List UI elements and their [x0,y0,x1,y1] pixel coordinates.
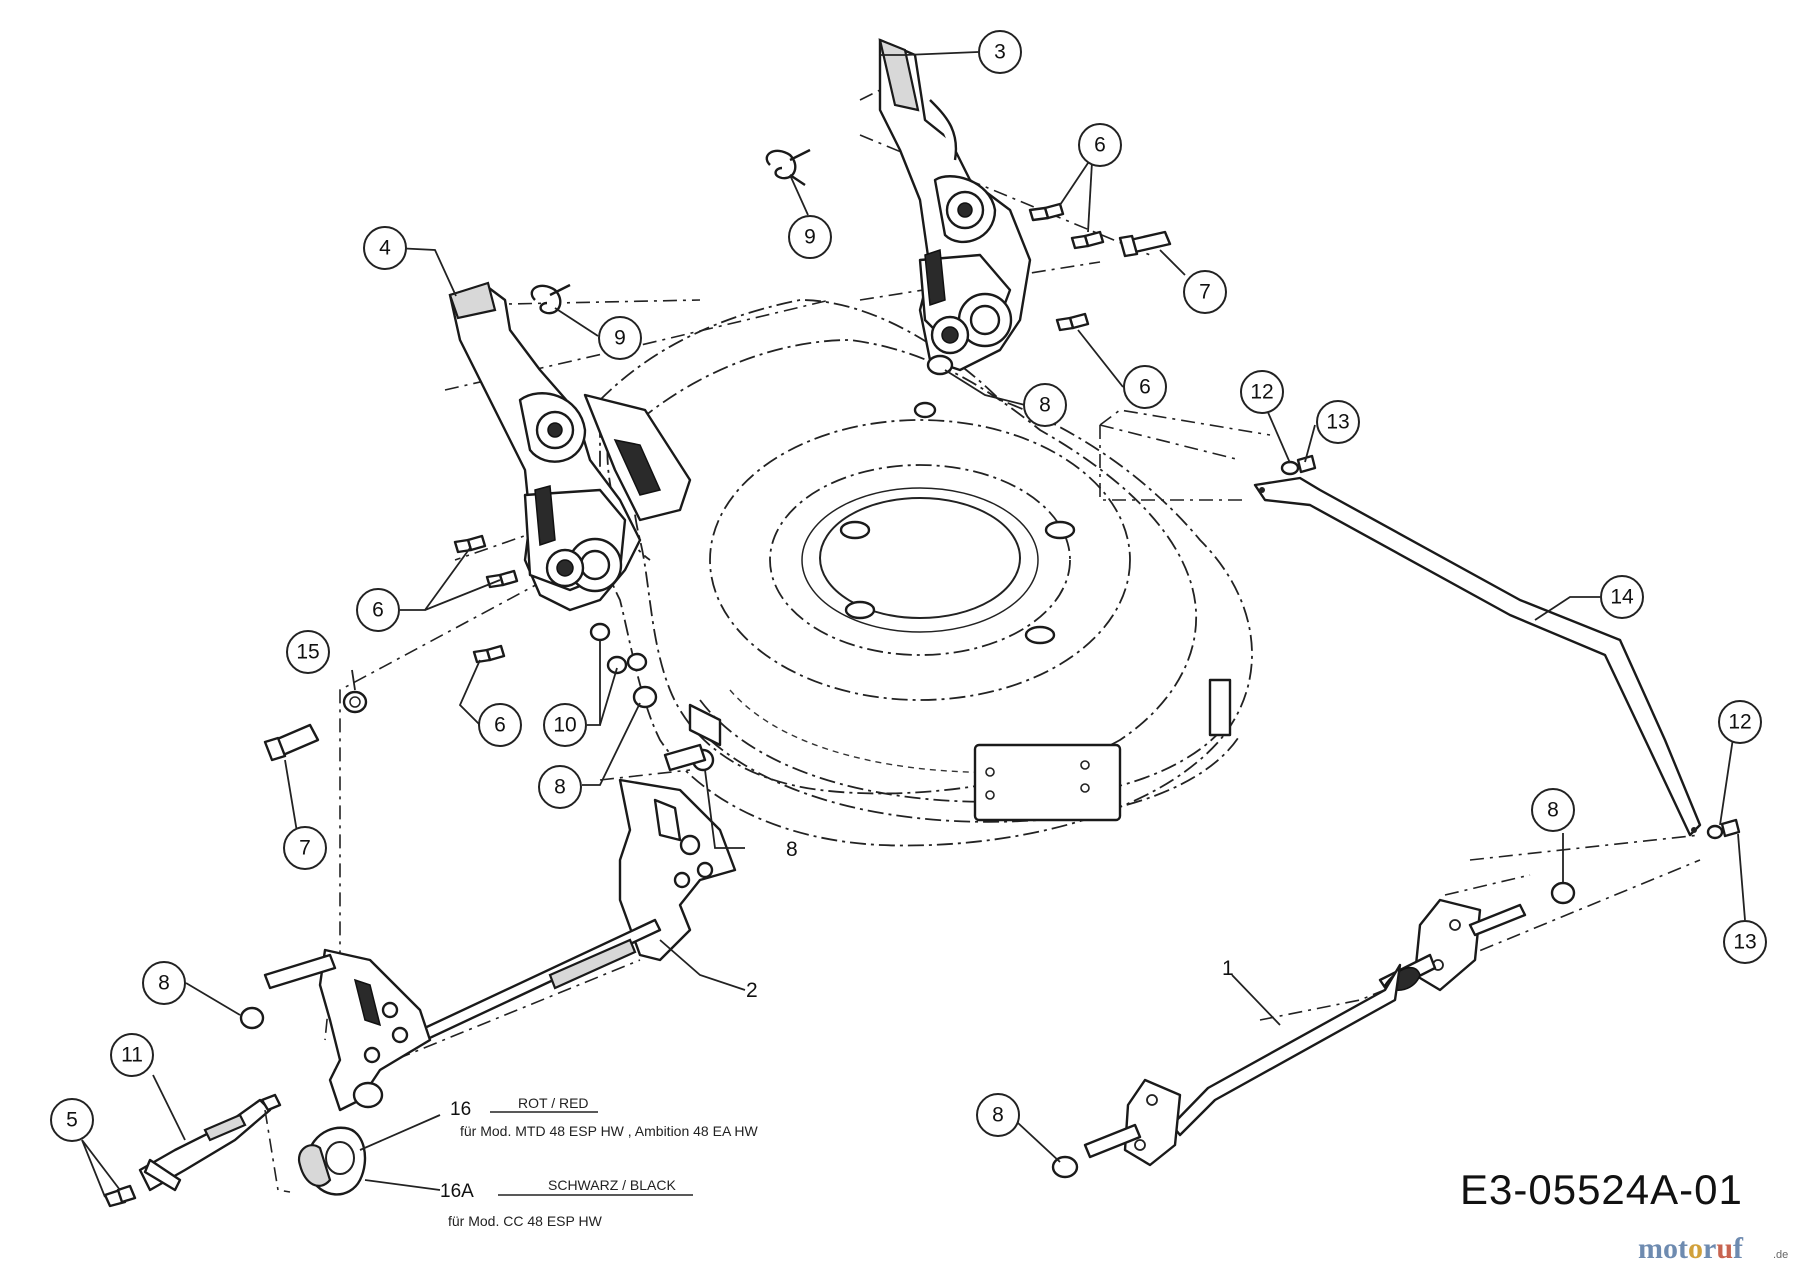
label-1: 1 [1222,957,1234,980]
svg-text:8: 8 [1547,799,1559,822]
svg-text:14: 14 [1610,586,1634,609]
svg-text:12: 12 [1728,711,1751,734]
svg-text:3: 3 [994,41,1006,64]
variant-16a-note: 16A SCHWARZ / BLACK für Mod. CC 48 ESP H… [440,1177,693,1229]
svg-text:8: 8 [992,1104,1004,1127]
variant-16-label: 16 [450,1099,471,1120]
variant-16a-label: 16A [440,1181,474,1202]
svg-text:8: 8 [554,776,566,799]
svg-text:10: 10 [553,714,576,737]
callout-6: 6 [1123,365,1167,409]
drawing-number: E3-05524A-01 [1460,1166,1743,1213]
svg-text:5: 5 [66,1109,78,1132]
variant-16a-models: für Mod. CC 48 ESP HW [448,1213,603,1229]
callout-8: 8 [1023,383,1067,427]
callout-9: 9 [788,215,832,259]
svg-text:13: 13 [1326,411,1349,434]
svg-text:6: 6 [1094,134,1106,157]
callout-13: 13 [1723,920,1767,964]
svg-text:15: 15 [296,641,319,664]
svg-text:11: 11 [121,1044,143,1067]
callout-8: 8 [1531,788,1575,832]
svg-text:4: 4 [379,237,391,260]
callout-13: 13 [1316,400,1360,444]
callout-3: 3 [978,30,1022,74]
callout-4: 4 [363,226,407,270]
svg-text:6: 6 [1139,376,1151,399]
svg-text:9: 9 [614,327,626,350]
svg-text:7: 7 [1199,281,1211,304]
part-3-rear-lever [878,38,1032,372]
callout-5: 5 [50,1098,94,1142]
callout-6: 6 [1078,123,1122,167]
label-8: 8 [786,838,798,861]
svg-text:7: 7 [299,837,311,860]
part-1-rear-axle [1083,898,1527,1167]
svg-text:6: 6 [372,599,384,622]
variant-16-models: für Mod. MTD 48 ESP HW , Ambition 48 EA … [460,1123,759,1139]
part-9-spring-clips [530,148,811,315]
part-14-connecting-rod [1253,476,1702,837]
leader-lines [81,51,1746,1198]
callout-8: 8 [976,1093,1020,1137]
part-4-front-lever [448,281,692,612]
part-16-knob [297,1126,367,1196]
callout-6: 6 [356,588,400,632]
svg-text:8: 8 [158,972,170,995]
callout-14: 14 [1600,575,1644,619]
svg-text:8: 8 [1039,394,1051,417]
motoruf-watermark-logo: motoruf .de [1638,1232,1788,1265]
part-2-front-axle [263,743,737,1112]
variant-16a-color: SCHWARZ / BLACK [548,1177,676,1193]
svg-text:13: 13 [1733,931,1756,954]
callout-7: 7 [1183,270,1227,314]
part-11-handle-bracket [103,1093,291,1208]
callout-15: 15 [286,630,330,674]
watermark-suffix: .de [1773,1249,1788,1261]
callout-8: 8 [538,765,582,809]
callout-12: 12 [1718,700,1762,744]
svg-text:9: 9 [804,226,816,249]
callout-8: 8 [142,961,186,1005]
variant-16-color: ROT / RED [518,1095,589,1111]
callout-6: 6 [478,703,522,747]
callout-10: 10 [543,703,587,747]
fasteners [239,202,1741,1179]
callout-7: 7 [283,826,327,870]
callout-9: 9 [598,316,642,360]
variant-16-note: 16 ROT / RED für Mod. MTD 48 ESP HW , Am… [450,1095,759,1139]
callout-12: 12 [1240,370,1284,414]
mower-deck [595,299,1253,847]
callout-11: 11 [110,1033,154,1077]
label-2: 2 [746,979,758,1002]
svg-text:6: 6 [494,714,506,737]
watermark-main: motoruf [1638,1232,1744,1265]
svg-text:12: 12 [1250,381,1273,404]
